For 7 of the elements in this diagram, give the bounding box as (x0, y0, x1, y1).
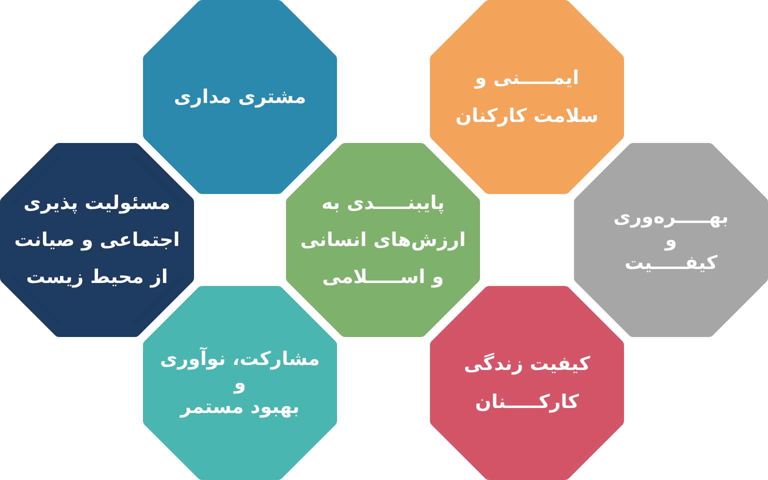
value-label: مشارکت، نوآوری و بهبود مستمر (160, 347, 320, 419)
value-label: پایبنـــــدی به ارزش‌های انسانی و اســـــلامی (300, 190, 466, 290)
value-label: بهـــــره‌وری و کیفـــــیت (613, 206, 729, 274)
value-label: کیفیت زندگی کارکـــــنان (464, 352, 590, 415)
value-label: مشتری مداری (174, 85, 306, 110)
value-label: مسئولیت پذیری اجتماعی و صیانت از محیط زیست (14, 190, 180, 290)
value-label: ایمـــــنی و سلامت کارکنان (456, 66, 598, 129)
